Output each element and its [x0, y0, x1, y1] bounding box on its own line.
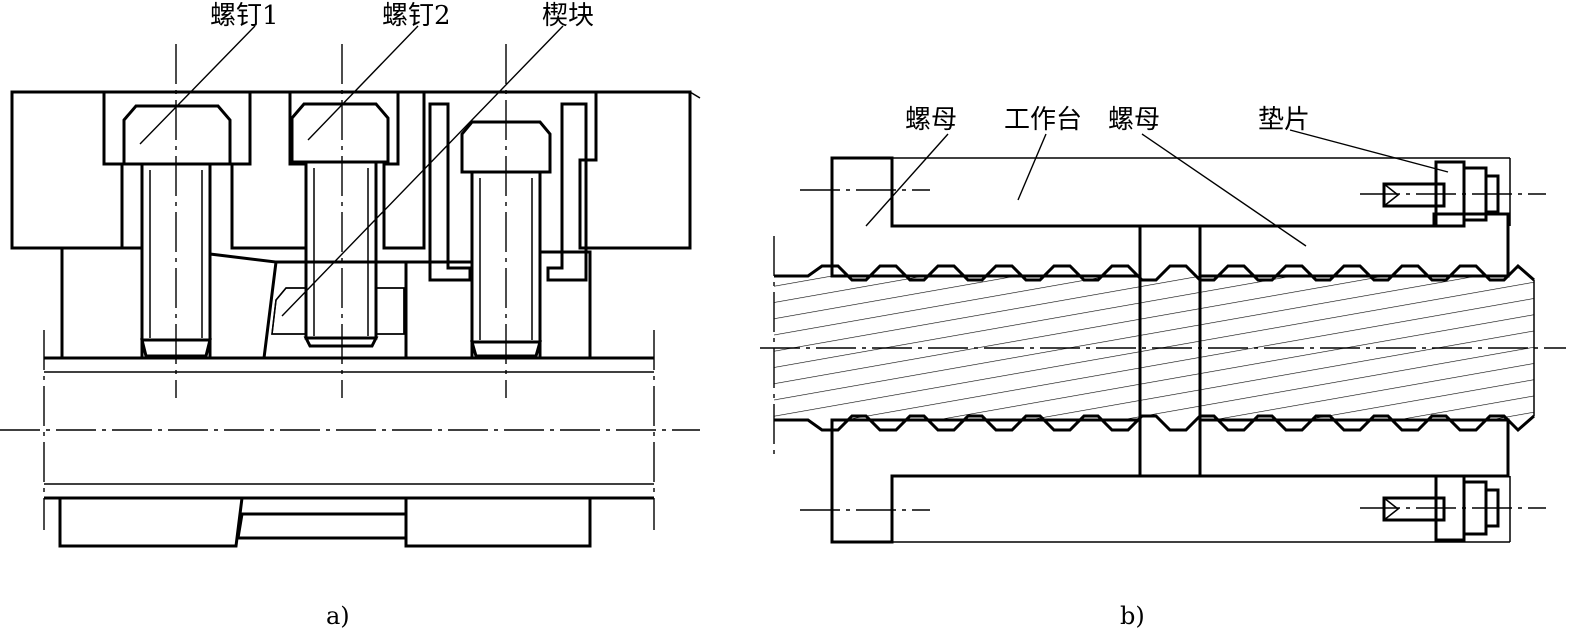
wedge-sleeve: [428, 102, 588, 282]
caption-b: b): [1120, 602, 1145, 630]
caption-a: a): [326, 602, 350, 630]
label-screw-2: 螺钉2: [382, 1, 451, 31]
label-worktable: 工作台: [1004, 105, 1082, 135]
figure-a: 螺钉1 螺钉2 楔块 a): [0, 1, 701, 630]
screw-2: [290, 102, 390, 348]
label-wedge: 楔块: [542, 1, 594, 31]
label-screw-1: 螺钉1: [210, 1, 279, 31]
leaders-b: [865, 129, 1449, 247]
top-plate: [10, 90, 701, 250]
label-nut-left: 螺母: [905, 105, 957, 135]
figure-b: 螺母 工作台 螺母 垫片 b): [760, 105, 1566, 630]
label-shim: 垫片: [1258, 105, 1310, 135]
centerlines-a: [0, 44, 700, 431]
leaders-a: [139, 25, 564, 317]
bottom-clamp: [58, 496, 592, 548]
centerlines-b: [760, 189, 1566, 511]
wedge-block: [271, 287, 405, 335]
label-nut-right: 螺母: [1108, 105, 1160, 135]
